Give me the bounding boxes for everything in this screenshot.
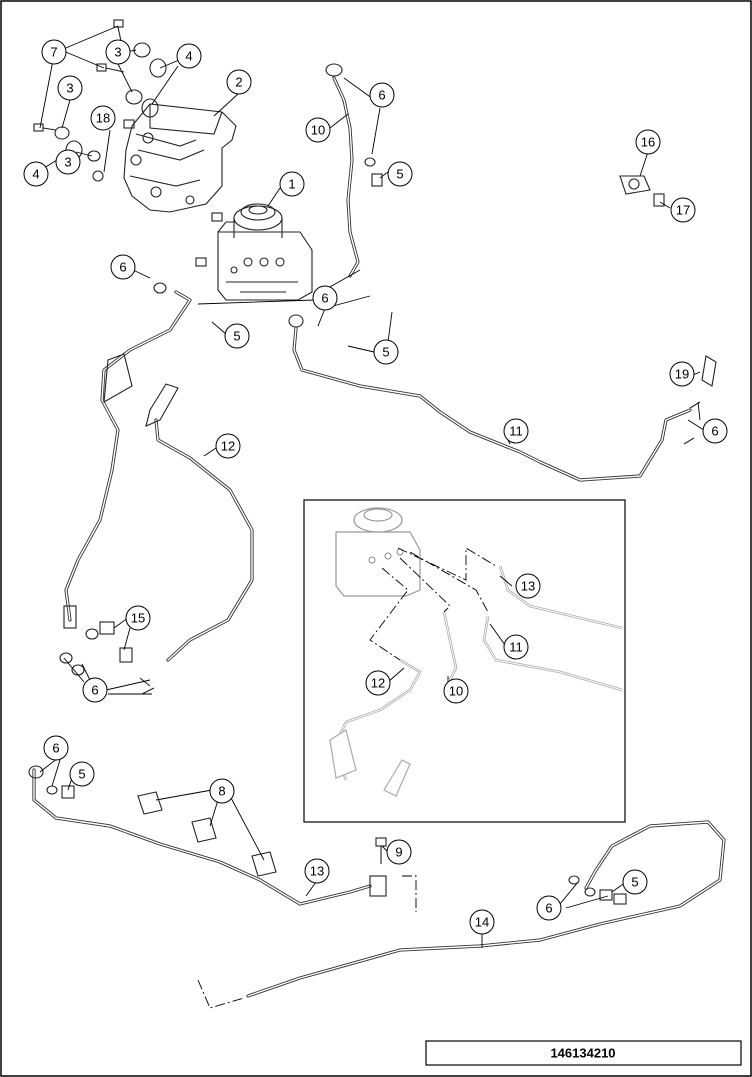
callout-7: 7 (41, 39, 67, 65)
callout-15: 15 (125, 605, 151, 631)
callout-5-a: 5 (387, 161, 413, 187)
svg-text:4: 4 (32, 167, 39, 182)
svg-text:5: 5 (78, 767, 85, 782)
abs-bracket (123, 103, 237, 213)
svg-text:6: 6 (545, 901, 552, 916)
svg-text:14: 14 (475, 915, 489, 930)
svg-text:11: 11 (509, 424, 523, 439)
callout-18: 18 (90, 105, 116, 131)
callout-16: 16 (635, 129, 661, 155)
callout-3-b: 3 (57, 75, 83, 101)
callout-17: 17 (670, 197, 696, 223)
svg-text:3: 3 (64, 155, 71, 170)
svg-text:5: 5 (396, 167, 403, 182)
svg-text:15: 15 (131, 611, 145, 626)
callout-2: 2 (226, 69, 252, 95)
svg-text:3: 3 (66, 81, 73, 96)
svg-text:5: 5 (233, 329, 240, 344)
clips-8 (137, 791, 277, 877)
svg-text:3: 3 (114, 45, 121, 60)
callout-19: 19 (669, 361, 695, 387)
brake-line-12 (63, 282, 254, 662)
svg-text:6: 6 (119, 260, 126, 275)
svg-text:8: 8 (218, 784, 225, 799)
callout-5-d: 5 (69, 761, 95, 787)
callout-3-a: 3 (105, 39, 131, 65)
brake-line-10 (325, 63, 383, 278)
callout-5-c: 5 (373, 339, 399, 365)
svg-text:12: 12 (371, 676, 385, 691)
callout-14: 14 (469, 909, 495, 935)
callout-6-b: 6 (110, 254, 136, 280)
svg-text:11: 11 (509, 640, 523, 655)
svg-text:17: 17 (676, 203, 690, 218)
dash-line-14 (197, 875, 417, 1009)
svg-text:18: 18 (96, 111, 110, 126)
svg-text:6: 6 (378, 88, 385, 103)
sensor-16-17 (619, 175, 665, 207)
callout-8: 8 (209, 778, 235, 804)
callout-11-b: 11 (503, 634, 529, 660)
callout-13-b: 13 (304, 858, 330, 884)
fittings-15 (59, 621, 155, 695)
svg-text:5: 5 (382, 345, 389, 360)
callout-6-f: 6 (43, 735, 69, 761)
svg-text:6: 6 (52, 741, 59, 756)
callout-13-a: 13 (515, 573, 541, 599)
callout-10-a: 10 (305, 117, 331, 143)
svg-text:4: 4 (185, 49, 192, 64)
svg-text:2: 2 (235, 75, 242, 90)
reference-number: 146134210 (550, 1046, 615, 1061)
callout-5-b: 5 (224, 323, 250, 349)
inset-dash-lines (369, 547, 497, 661)
svg-text:5: 5 (631, 875, 638, 890)
callout-5-e: 5 (622, 869, 648, 895)
callout-9: 9 (386, 839, 412, 865)
callout-6-e: 6 (82, 677, 108, 703)
reference-number-box: 146134210 (425, 1040, 742, 1066)
svg-text:1: 1 (288, 177, 295, 192)
brake-line-11 (288, 314, 717, 482)
svg-text:19: 19 (675, 367, 689, 382)
svg-text:6: 6 (91, 683, 98, 698)
callout-6-g: 6 (536, 895, 562, 921)
bolt-9 (375, 837, 387, 864)
callout-6-c: 6 (312, 285, 338, 311)
callout-12-b: 12 (365, 670, 391, 696)
callout-10-b: 10 (443, 678, 469, 704)
svg-text:7: 7 (50, 45, 57, 60)
callout-3-c: 3 (55, 149, 81, 175)
brake-line-14 (246, 820, 726, 998)
callout-4-b: 4 (23, 161, 49, 187)
svg-text:13: 13 (521, 579, 535, 594)
screws-group-7 (33, 19, 125, 132)
callout-12-a: 12 (215, 433, 241, 459)
svg-text:10: 10 (449, 684, 463, 699)
brake-line-13 (28, 765, 387, 906)
callout-6-a: 6 (369, 82, 395, 108)
callout-4-a: 4 (176, 43, 202, 69)
washers-nuts (54, 42, 223, 267)
svg-text:12: 12 (221, 439, 235, 454)
svg-text:10: 10 (311, 123, 325, 138)
svg-text:9: 9 (395, 845, 402, 860)
inset-lines (329, 565, 623, 797)
svg-text:6: 6 (321, 291, 328, 306)
svg-text:16: 16 (641, 135, 655, 150)
svg-text:6: 6 (711, 424, 718, 439)
callout-11-a: 11 (503, 418, 529, 444)
callout-6-d: 6 (702, 418, 728, 444)
svg-text:13: 13 (310, 864, 324, 879)
callout-1: 1 (279, 171, 305, 197)
abs-unit (217, 203, 313, 301)
